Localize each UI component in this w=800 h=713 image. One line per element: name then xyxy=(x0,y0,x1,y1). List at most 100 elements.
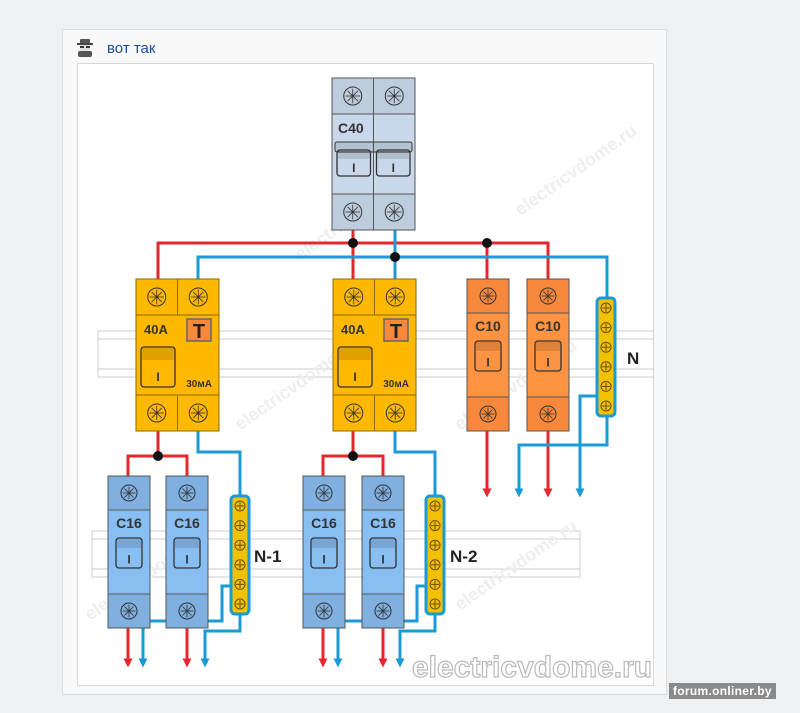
breaker-rating-label: C10 xyxy=(475,318,501,334)
spy-avatar-icon[interactable] xyxy=(77,39,93,57)
wiring-diagram-image: electricvdome.ru electricvdome.ru electr… xyxy=(77,63,654,686)
wiring-diagram: electricvdome.ru electricvdome.ru electr… xyxy=(81,77,653,685)
switch-mark: I xyxy=(392,161,395,175)
forum-post: вот так electricvdome xyxy=(62,29,667,695)
bus-label: N xyxy=(627,349,639,368)
breaker-rating-label: C16 xyxy=(370,515,396,531)
watermark-logo: electricvdome.ru xyxy=(412,651,652,684)
switch-mark: I xyxy=(322,553,325,567)
neutral-bus-n: N xyxy=(595,296,639,418)
terminal-screw-icon xyxy=(188,403,208,423)
terminal-screw-icon xyxy=(188,287,208,307)
terminal-screw-icon xyxy=(315,484,333,502)
junction-dot xyxy=(153,451,163,461)
neutral-wire-out xyxy=(514,416,609,498)
terminal-screw-icon xyxy=(315,602,333,620)
bus-screw-icon xyxy=(234,598,246,610)
switch-lever-icon: I xyxy=(115,537,143,569)
post-header: вот так xyxy=(77,38,155,58)
neutral-wire-out xyxy=(575,394,597,498)
phase-wire xyxy=(353,454,385,476)
breaker-rating-label: C16 xyxy=(311,515,337,531)
bus-screw-icon xyxy=(234,520,246,532)
switch-lever-icon: I xyxy=(369,537,397,569)
neutral-bus-n1: N-1 xyxy=(229,494,281,616)
rcd-sensitivity-label: 30мА xyxy=(186,379,212,390)
terminal-screw-icon xyxy=(147,403,167,423)
bus-label: N-2 xyxy=(450,547,477,566)
terminal-screw-icon xyxy=(120,484,138,502)
bus-screw-icon xyxy=(600,380,612,392)
terminal-screw-icon xyxy=(374,484,392,502)
terminal-screw-icon xyxy=(479,287,497,305)
test-button-label: T xyxy=(193,321,205,343)
terminal-screw-icon xyxy=(178,602,196,620)
terminal-screw-icon xyxy=(384,86,404,106)
rcd-sensitivity-label: 30мА xyxy=(383,379,409,390)
terminal-screw-icon xyxy=(343,202,363,222)
watermark-text: electricvdome.ru xyxy=(511,120,640,219)
bus-screw-icon xyxy=(429,578,441,590)
phase-wire xyxy=(156,230,355,279)
terminal-screw-icon xyxy=(384,202,404,222)
bus-label: N-1 xyxy=(254,547,281,566)
rcd-rating-label: 40A xyxy=(144,322,168,337)
phase-wire xyxy=(321,431,355,476)
junction-dot xyxy=(348,238,358,248)
neutral-wire xyxy=(196,431,242,496)
bus-screw-icon xyxy=(234,539,246,551)
bus-screw-icon xyxy=(600,361,612,373)
switch-mark: I xyxy=(353,370,356,384)
switch-mark: I xyxy=(156,370,159,384)
neutral-wire-out xyxy=(333,584,426,668)
switch-lever-icon: I xyxy=(375,149,411,177)
bus-screw-icon xyxy=(234,578,246,590)
neutral-wire-out xyxy=(200,614,242,668)
breaker-rating-label: C10 xyxy=(535,318,561,334)
neutral-wire-out xyxy=(138,584,231,668)
post-title: вот так xyxy=(107,39,156,57)
switch-lever-icon: I xyxy=(140,346,176,388)
terminal-screw-icon xyxy=(385,403,405,423)
bus-screw-icon xyxy=(429,598,441,610)
terminal-screw-icon xyxy=(178,484,196,502)
switch-mark: I xyxy=(381,553,384,567)
terminal-screw-icon xyxy=(385,287,405,307)
bus-screw-icon xyxy=(429,520,441,532)
breaker-rating-label: C16 xyxy=(174,515,200,531)
terminal-screw-icon xyxy=(539,287,557,305)
test-button-label: T xyxy=(390,321,402,343)
bus-screw-icon xyxy=(234,559,246,571)
terminal-screw-icon xyxy=(120,602,138,620)
phase-wire xyxy=(353,241,550,279)
junction-dot xyxy=(348,451,358,461)
bus-screw-icon xyxy=(600,322,612,334)
terminal-screw-icon xyxy=(344,287,364,307)
rcd-1: 40A T I 30мА xyxy=(135,278,220,432)
switch-mark: I xyxy=(185,553,188,567)
terminal-screw-icon xyxy=(539,405,557,423)
terminal-screw-icon xyxy=(374,602,392,620)
switch-mark: I xyxy=(352,161,355,175)
junction-dot xyxy=(482,238,492,248)
test-button xyxy=(383,318,409,342)
site-credit: forum.onliner.by xyxy=(669,683,776,699)
switch-lever-icon: I xyxy=(336,149,372,177)
neutral-wire-out xyxy=(395,614,437,668)
switch-mark: I xyxy=(127,553,130,567)
bus-screw-icon xyxy=(429,559,441,571)
bus-screw-icon xyxy=(429,539,441,551)
switch-lever-icon: I xyxy=(474,340,502,372)
switch-lever-icon: I xyxy=(173,537,201,569)
switch-lever-icon: I xyxy=(534,340,562,372)
terminal-screw-icon xyxy=(344,403,364,423)
neutral-wire xyxy=(393,431,437,496)
switch-mark: I xyxy=(486,356,489,370)
test-button xyxy=(186,318,212,342)
neutral-wire xyxy=(196,230,397,279)
